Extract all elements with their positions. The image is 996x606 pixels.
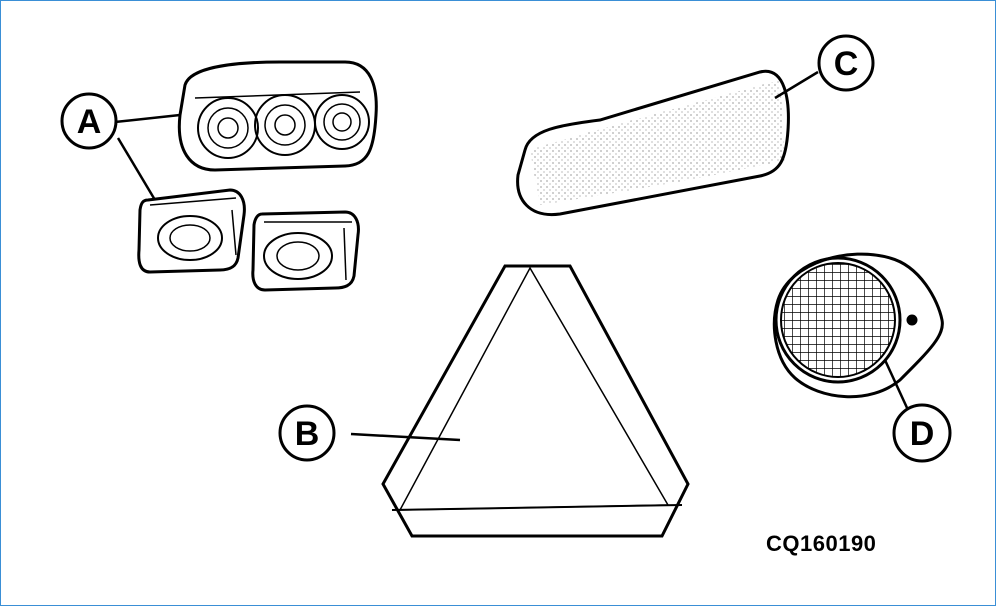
callout-d: D [892, 403, 952, 463]
svg-text:C: C [834, 45, 859, 83]
three-lamp-light-a [177, 60, 378, 172]
small-lamp-right [251, 210, 360, 292]
small-lamp-left [137, 188, 246, 274]
figure-id: CQ160190 [766, 531, 877, 556]
svg-text:D: D [910, 415, 935, 453]
smv-emblem-b [350, 264, 690, 538]
reflector-strip-c [516, 69, 819, 217]
round-reflector-d [772, 252, 944, 411]
svg-text:B: B [295, 415, 320, 453]
svg-text:A: A [77, 103, 102, 141]
callout-a-leaders [114, 113, 181, 201]
callout-a: A [60, 92, 118, 150]
callout-c: C [817, 34, 875, 92]
callout-b: B [278, 404, 336, 462]
